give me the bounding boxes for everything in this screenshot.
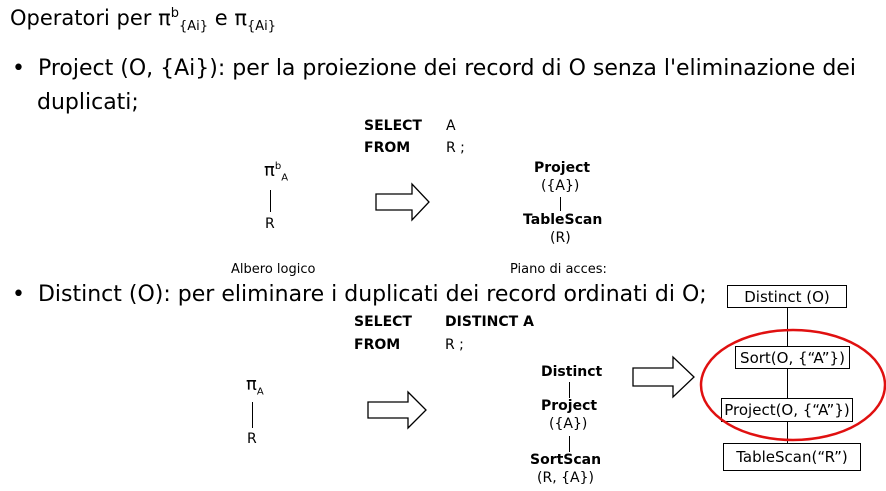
arrow-right-icon	[632, 355, 695, 399]
plan2-edge-2	[569, 436, 570, 452]
sql1-from-value: R ;	[446, 140, 465, 156]
sql2-from-keyword: FROM	[354, 337, 401, 353]
bullet-distinct-text: Distinct (O): per eliminare i duplicati …	[37, 282, 707, 307]
tree2-pi: πA	[246, 374, 264, 398]
sql2-select-value: DISTINCT A	[445, 314, 534, 330]
caption-access-plan: Piano di acces:	[510, 262, 607, 277]
sql1-select-value: A	[446, 118, 456, 134]
plan-box-project: Project(O, {“A”})	[721, 398, 853, 422]
tree1-pi: πbA	[264, 160, 289, 184]
tree1-edge	[270, 190, 271, 212]
plan1-project-arg: ({A})	[541, 178, 580, 194]
plan-box-edge-2	[787, 368, 788, 398]
sql1-select-keyword: SELECT	[364, 118, 422, 134]
plan1-edge	[560, 197, 561, 211]
plan-box-distinct: Distinct (O)	[727, 285, 847, 308]
page-title: Operatori per πb{Ai} e π{Ai}	[10, 6, 277, 35]
plan2-sortscan-arg: (R, {A})	[537, 470, 594, 486]
bullet-distinct: • Distinct (O): per eliminare i duplicat…	[12, 282, 707, 307]
plan2-project-arg: ({A})	[549, 416, 588, 432]
tree2-leaf: R	[247, 431, 257, 447]
plan-box-edge-1	[787, 306, 788, 346]
plan1-tablescan: TableScan	[523, 212, 603, 228]
arrow-right-icon	[367, 390, 427, 430]
caption-logical-tree: Albero logico	[231, 262, 316, 277]
plan2-sortscan: SortScan	[530, 452, 602, 468]
plan-box-tablescan: TableScan(“R”)	[723, 443, 861, 471]
sql1-from-keyword: FROM	[364, 140, 411, 156]
sql2-from-value: R ;	[445, 337, 464, 353]
bullet-project-text-cont: duplicati;	[37, 90, 139, 115]
bullet-marker: •	[12, 56, 25, 81]
arrow-right-icon	[375, 182, 430, 222]
plan2-project: Project	[541, 398, 598, 414]
tree2-edge	[252, 402, 253, 428]
plan2-distinct: Distinct	[541, 364, 603, 380]
tree1-leaf: R	[265, 216, 275, 232]
highlight-ellipse	[699, 328, 886, 442]
plan-box-edge-3	[787, 421, 788, 443]
sql2-select-keyword: SELECT	[354, 314, 412, 330]
bullet-marker: •	[12, 282, 25, 307]
plan1-project: Project	[534, 160, 591, 176]
plan2-edge-1	[569, 382, 570, 398]
bullet-project-text: Project (O, {Ai}): per la proiezione dei…	[37, 56, 856, 81]
plan1-tablescan-arg: (R)	[550, 230, 571, 246]
bullet-project: • Project (O, {Ai}): per la proiezione d…	[12, 56, 856, 81]
plan-box-sort: Sort(O, {“A”})	[735, 346, 850, 369]
